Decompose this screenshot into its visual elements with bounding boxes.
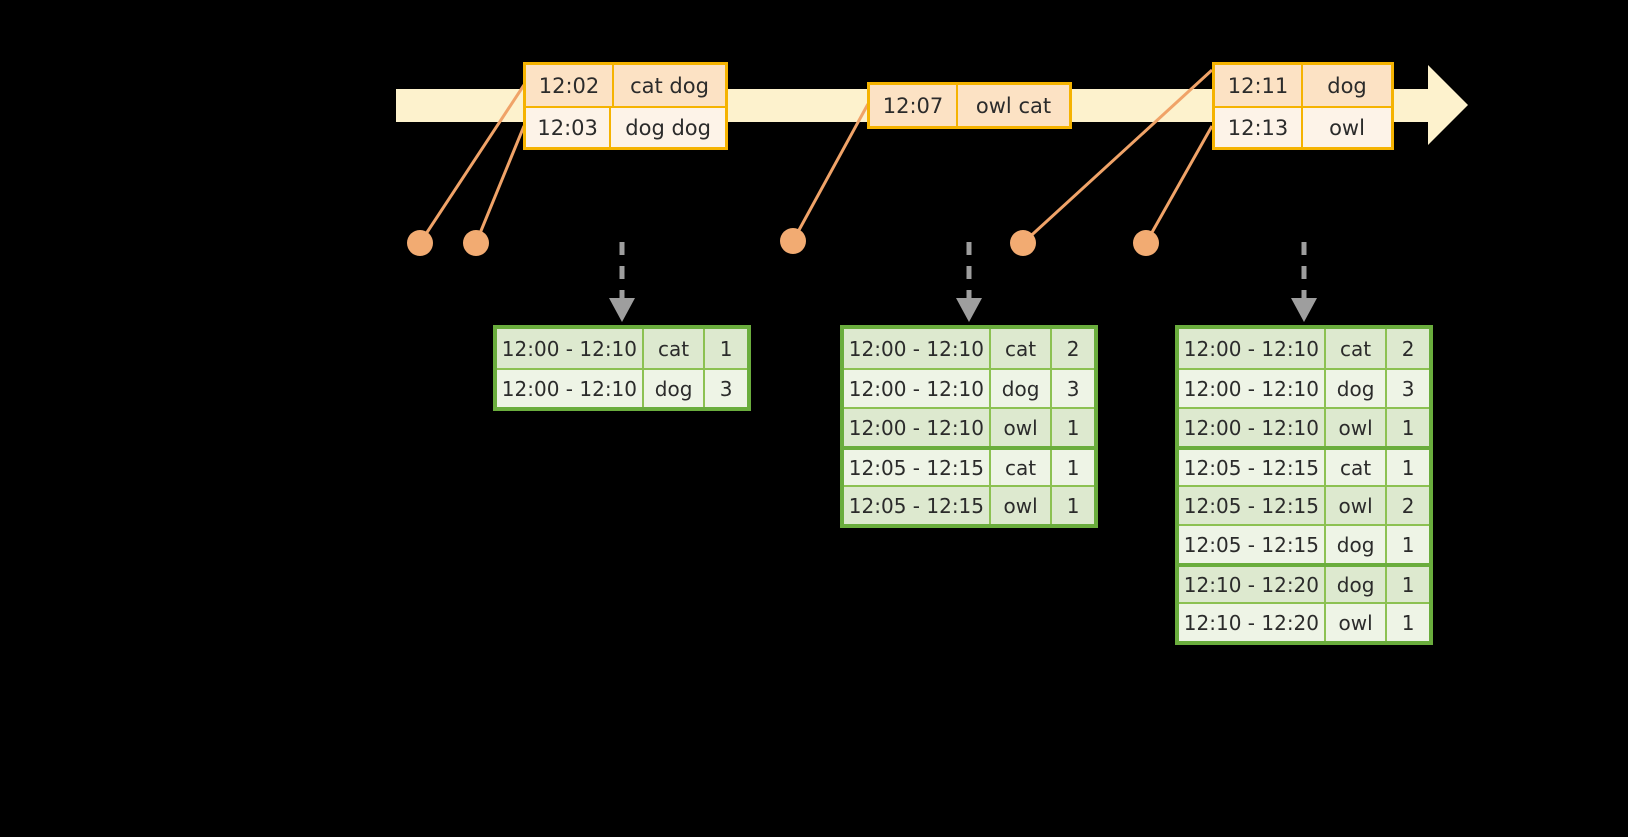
word-key: owl [991,487,1053,524]
window-range: 12:05 - 12:15 [1179,487,1326,524]
word-count: 3 [1401,376,1415,401]
window-range: 12:00 - 12:10 [1179,370,1326,407]
word-count: 1 [1401,610,1415,635]
word-key: cat [991,450,1053,485]
word-count: 1 [1066,493,1080,518]
word-key: dog [644,370,706,407]
connector-1207 [791,103,870,242]
event-box-2: 12:07 owl cat [867,82,1072,129]
event-dot-1203 [463,230,489,256]
window-range: 12:00 - 12:10 [844,370,991,407]
word-key: dog [991,370,1053,407]
window-range: 12:00 - 12:10 [497,329,644,368]
word-count: 1 [1066,455,1080,480]
event-time: 12:13 [1215,108,1303,147]
window-range: 12:05 - 12:15 [1179,450,1326,485]
event-words: cat dog [630,73,709,98]
word-key: owl [991,409,1053,446]
event-dot-1211 [1010,230,1036,256]
word-count: 3 [719,376,733,401]
word-count: 1 [1401,572,1415,597]
connector-1203 [474,125,526,244]
window-range: 12:00 - 12:10 [1179,329,1326,368]
event-time: 12:02 [526,65,614,106]
down-arrow-table-1-head-icon [609,298,635,322]
down-arrow-table-3-head-icon [1291,298,1317,322]
connector-1213 [1144,125,1214,244]
word-key: dog [1326,370,1388,407]
event-time: 12:03 [526,108,612,147]
event-time: 12:07 [870,85,958,126]
event-row: 12:11 dog [1215,65,1391,106]
word-key: owl [1326,604,1388,641]
word-count: 1 [1401,415,1415,440]
event-row: 12:13 owl [1215,106,1391,147]
word-key: dog [1326,567,1388,602]
down-arrow-table-2-head-icon [956,298,982,322]
event-words: dog dog [625,115,711,140]
event-time: 12:11 [1215,65,1303,106]
event-box-3: 12:11 dog 12:13 owl [1212,62,1394,150]
word-key: dog [1326,526,1388,563]
connector-dots [407,228,1159,256]
window-range: 12:10 - 12:20 [1179,604,1326,641]
event-words: owl [1329,115,1365,140]
word-key: owl [1326,487,1388,524]
event-row: 12:07 owl cat [870,85,1069,126]
event-dot-1202 [407,230,433,256]
event-row: 12:02 cat dog [526,65,725,106]
word-key: owl [1326,409,1388,446]
window-range: 12:05 - 12:15 [1179,526,1326,563]
word-count: 3 [1066,376,1080,401]
word-key: cat [644,329,706,368]
window-range: 12:00 - 12:10 [844,409,991,446]
word-key: cat [1326,329,1388,368]
event-row: 12:03 dog dog [526,106,725,147]
down-arrow-group [609,242,1317,322]
event-box-1: 12:02 cat dog 12:03 dog dog [523,62,728,150]
event-dot-1213 [1133,230,1159,256]
event-dot-1207 [780,228,806,254]
word-count: 1 [719,336,733,361]
word-count: 2 [1066,336,1080,361]
word-key: cat [991,329,1053,368]
window-range: 12:05 - 12:15 [844,487,991,524]
window-range: 12:05 - 12:15 [844,450,991,485]
word-count: 1 [1401,455,1415,480]
event-words: owl cat [975,93,1052,118]
word-count: 2 [1401,493,1415,518]
window-range: 12:10 - 12:20 [1179,567,1326,602]
window-range: 12:00 - 12:10 [1179,409,1326,446]
word-count: 2 [1401,336,1415,361]
timeline-arrowhead-icon [1428,65,1468,145]
event-words: dog [1327,73,1367,98]
word-key: cat [1326,450,1388,485]
word-count: 1 [1401,532,1415,557]
window-range: 12:00 - 12:10 [497,370,644,407]
word-count: 1 [1066,415,1080,440]
window-range: 12:00 - 12:10 [844,329,991,368]
